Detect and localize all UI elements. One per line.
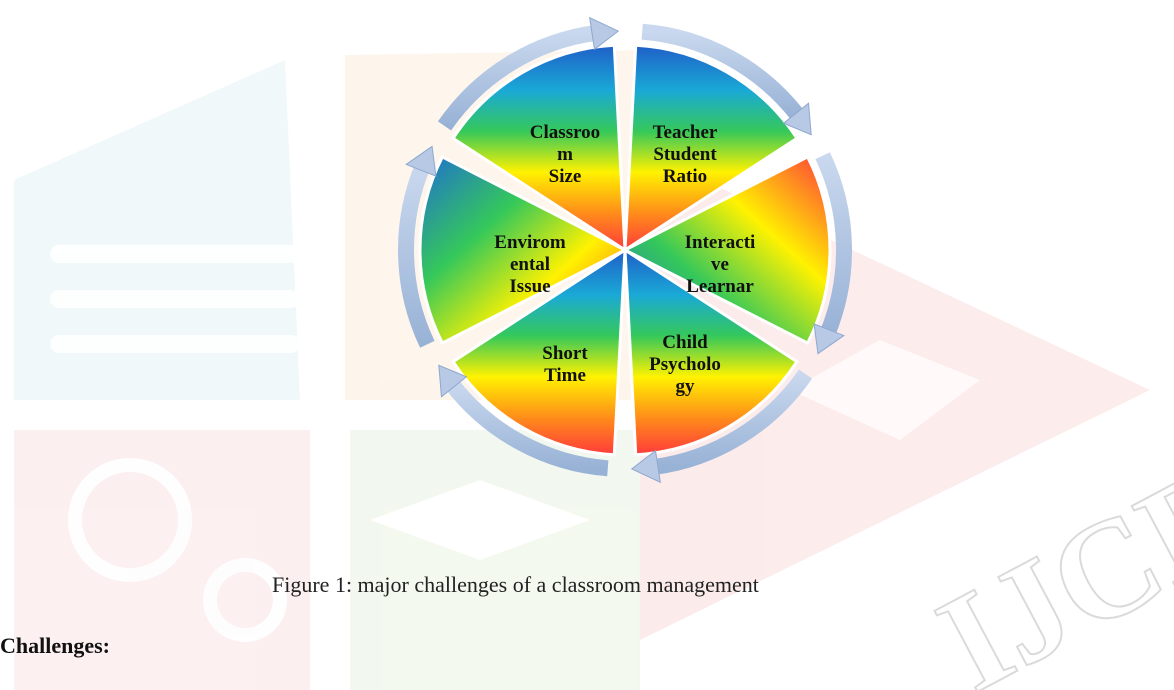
watermark-blue-panel: [14, 60, 300, 400]
segment-label-line: Learnar: [686, 276, 754, 297]
cycle-arrow-head-icon: [589, 16, 620, 51]
cycle-arrow-arc: [444, 378, 609, 477]
cycle-arrow-head-icon: [630, 449, 661, 484]
segment-label-line: Short: [542, 343, 588, 364]
cycle-arrow-head-icon: [438, 364, 468, 398]
segment-label-line: Ratio: [663, 166, 707, 187]
cycle-arrow-head-icon: [813, 323, 845, 355]
cycle-arrow-head-icon: [782, 102, 812, 136]
watermark-book-icon: [790, 340, 980, 440]
segment-label-line: Size: [549, 166, 582, 187]
cycle-arrow-arc: [815, 152, 852, 337]
segment-label-line: Classroo: [530, 122, 600, 143]
segment-label-line: Interacti: [685, 232, 756, 253]
watermark-cloud-icon: [50, 245, 300, 353]
cycle-arrow-head-icon: [405, 145, 437, 177]
segment-label-line: ental: [510, 254, 550, 275]
segment-label-line: Psycholo: [649, 354, 721, 375]
cycle-arrow-arc: [641, 23, 806, 122]
segment-label-line: gy: [676, 376, 696, 397]
segment-label-line: Child: [662, 332, 708, 353]
section-heading: Challenges:: [0, 633, 110, 658]
watermark-green-panel: [350, 430, 640, 690]
segment-label-line: Teacher: [653, 122, 718, 143]
watermark-graduation-cap-icon: [370, 480, 590, 560]
watermark-gear-icon: [68, 458, 287, 642]
cycle-arrow-arc: [437, 24, 598, 131]
figure-caption: Figure 1: major challenges of a classroo…: [272, 572, 759, 597]
segment-label-line: Envirom: [494, 232, 566, 253]
cycle-arrow-arc: [398, 163, 435, 348]
segment-label-line: ve: [711, 254, 729, 275]
segment-label-line: Student: [653, 144, 717, 165]
segment-label-line: Time: [544, 365, 586, 386]
segment-label-line: Issue: [509, 276, 550, 297]
segment-label-line: m: [557, 144, 573, 165]
cycle-arrow-arc: [652, 369, 813, 476]
